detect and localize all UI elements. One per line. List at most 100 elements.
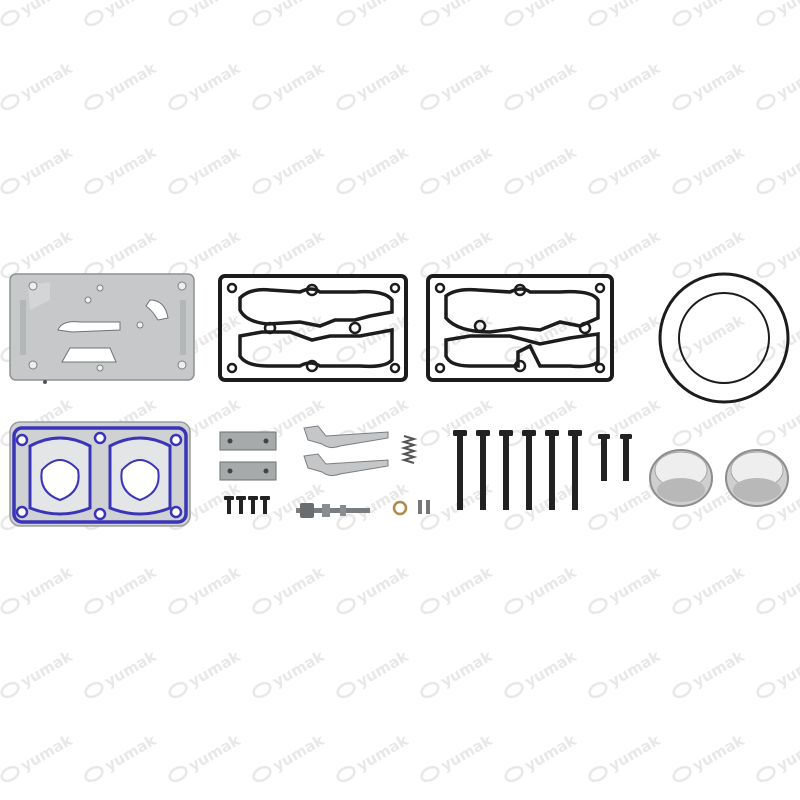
watermark-text: yumak <box>186 143 245 187</box>
watermark-text: yumak <box>186 227 245 271</box>
watermark-tile: yumak <box>756 311 800 363</box>
watermark-tile: yumak <box>504 563 580 615</box>
yumak-swoosh-logo-icon <box>420 681 440 699</box>
watermark-tile: yumak <box>252 479 328 531</box>
yumak-swoosh-logo-icon <box>672 93 692 111</box>
watermark-text: yumak <box>774 59 800 103</box>
yumak-swoosh-logo-icon <box>504 765 524 783</box>
watermark-text: yumak <box>606 0 665 19</box>
watermark-tile: yumak <box>420 143 497 195</box>
yumak-swoosh-logo-icon <box>336 513 356 531</box>
watermark-text: yumak <box>18 563 77 607</box>
watermark-tile: yumak <box>84 647 160 699</box>
watermark-text: yumak <box>606 59 665 103</box>
watermark-text: yumak <box>690 59 749 103</box>
yumak-swoosh-logo-icon <box>588 681 608 699</box>
watermark-tile: yumak <box>504 0 580 27</box>
watermark-text: yumak <box>354 0 413 19</box>
watermark-tile: yumak <box>252 0 328 27</box>
yumak-swoosh-logo-icon <box>168 681 188 699</box>
watermark-text: yumak <box>186 479 245 523</box>
yumak-swoosh-logo-icon <box>756 9 776 27</box>
yumak-swoosh-logo-icon <box>336 93 356 111</box>
watermark-tile: yumak <box>420 731 496 783</box>
watermark-tile: yumak <box>588 143 664 195</box>
watermark-text: yumak <box>690 647 749 691</box>
watermark-tile: yumak <box>252 227 328 279</box>
yumak-swoosh-logo-icon <box>84 597 104 615</box>
yumak-swoosh-logo-icon <box>168 765 188 783</box>
watermark-text: yumak <box>354 647 413 691</box>
watermark-text: yumak <box>522 227 581 271</box>
watermark-tile: yumak <box>336 143 413 195</box>
watermark-tile: yumak <box>84 0 160 27</box>
yumak-swoosh-logo-icon <box>672 513 692 531</box>
yumak-swoosh-logo-icon <box>168 177 188 195</box>
yumak-swoosh-logo-icon <box>420 765 440 783</box>
watermark-tile: yumak <box>756 395 800 447</box>
yumak-swoosh-logo-icon <box>504 9 524 27</box>
watermark-tile: yumak <box>84 563 161 615</box>
watermark-tile: yumak <box>504 479 580 531</box>
watermark-tile: yumak <box>420 563 497 615</box>
watermark-text: yumak <box>606 731 665 775</box>
watermark-text: yumak <box>522 731 581 775</box>
yumak-swoosh-logo-icon <box>504 513 524 531</box>
watermark-text: yumak <box>354 143 413 187</box>
watermark-text: yumak <box>690 563 749 607</box>
yumak-swoosh-logo-icon <box>588 597 608 615</box>
watermark-tile: yumak <box>168 731 245 783</box>
yumak-swoosh-logo-icon <box>588 177 608 195</box>
watermark-tile: yumak <box>0 731 76 783</box>
watermark-text: yumak <box>102 563 161 607</box>
reed-blade-1 <box>303 425 389 449</box>
watermark-text: yumak <box>270 563 329 607</box>
watermark-text: yumak <box>774 647 800 691</box>
watermark-text: yumak <box>270 59 329 103</box>
watermark-tile: yumak <box>672 143 748 195</box>
watermark-tile: yumak <box>252 59 329 111</box>
watermark-text: yumak <box>186 647 245 691</box>
watermark-tile: yumak <box>756 143 800 195</box>
watermark-text: yumak <box>438 479 497 523</box>
yumak-swoosh-logo-icon <box>756 177 776 195</box>
head-gasket-1 <box>218 274 408 382</box>
watermark-text: yumak <box>18 59 77 103</box>
watermark-tile: yumak <box>336 563 413 615</box>
watermark-tile: yumak <box>672 59 749 111</box>
watermark-tile: yumak <box>504 647 580 699</box>
watermark-text: yumak <box>438 563 497 607</box>
yumak-swoosh-logo-icon <box>672 765 692 783</box>
watermark-tile: yumak <box>504 731 581 783</box>
watermark-text: yumak <box>18 227 77 271</box>
watermark-text: yumak <box>774 395 800 439</box>
watermark-text: yumak <box>522 59 581 103</box>
watermark-text: yumak <box>354 227 413 271</box>
watermark-text: yumak <box>774 143 800 187</box>
watermark-tile: yumak <box>756 731 800 783</box>
watermark-tile: yumak <box>168 563 244 615</box>
watermark-text: yumak <box>438 143 497 187</box>
watermark-tile: yumak <box>0 59 77 111</box>
yumak-swoosh-logo-icon <box>336 9 356 27</box>
piston-cup-2 <box>725 449 789 507</box>
watermark-tile: yumak <box>168 0 244 27</box>
watermark-text: yumak <box>774 731 800 775</box>
watermark-text: yumak <box>354 563 413 607</box>
watermark-text: yumak <box>606 227 665 271</box>
watermark-text: yumak <box>186 731 245 775</box>
yumak-swoosh-logo-icon <box>420 513 440 531</box>
watermark-tile: yumak <box>504 143 580 195</box>
watermark-text: yumak <box>606 311 665 355</box>
watermark-tile: yumak <box>336 0 413 27</box>
watermark-tile: yumak <box>672 311 749 363</box>
watermark-tile: yumak <box>756 227 800 279</box>
watermark-text: yumak <box>18 647 77 691</box>
watermark-text: yumak <box>270 143 329 187</box>
yumak-swoosh-logo-icon <box>756 765 776 783</box>
yumak-swoosh-logo-icon <box>672 681 692 699</box>
spring <box>400 435 418 464</box>
watermark-text: yumak <box>690 311 749 355</box>
watermark-text: yumak <box>18 143 77 187</box>
